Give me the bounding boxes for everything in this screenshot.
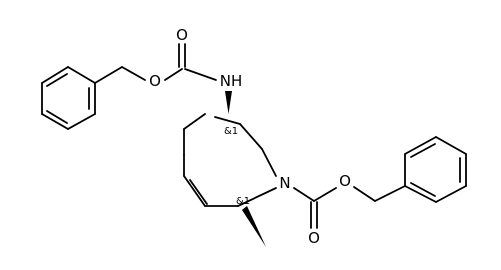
atom-label-amine-nh: NH	[220, 72, 243, 90]
atom-label-carbonyl-o-top: O	[176, 26, 188, 44]
wedge-bond-n-c3	[225, 91, 232, 114]
azepine-ring	[183, 113, 277, 207]
atom-label-ester-o-left: O	[149, 72, 161, 90]
left-phenyl-ring	[41, 66, 96, 130]
right-carbamate-chain	[293, 185, 406, 229]
left-carbamate-chain	[94, 43, 217, 84]
atom-label-carbonyl-o-bottom: O	[308, 229, 320, 247]
stereo-label-c7: &1	[236, 196, 250, 207]
atom-label-ring-n: N	[279, 174, 290, 192]
wedge-bond-c7-methyl	[242, 206, 266, 247]
stereo-label-c3: &1	[224, 126, 238, 137]
atom-label-ester-o-right: O	[339, 172, 351, 190]
right-phenyl-ring	[404, 136, 467, 203]
